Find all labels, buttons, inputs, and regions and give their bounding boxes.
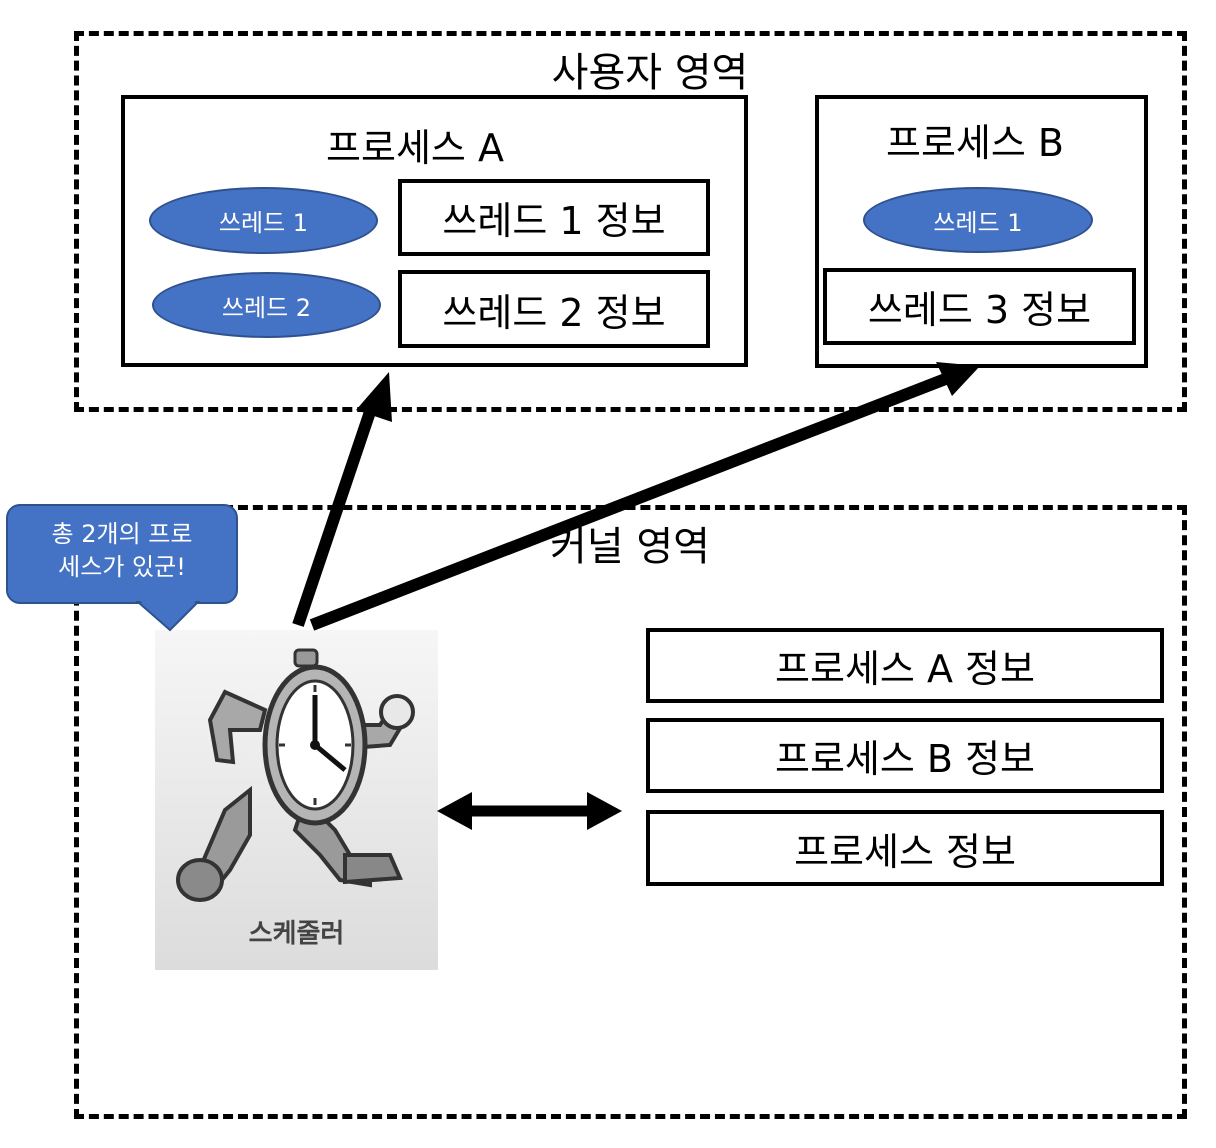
kernel-area-title: 커널 영역 xyxy=(550,524,710,570)
speech-bubble-tail-fill xyxy=(139,600,197,626)
thread-3-info: 쓰레드 3 정보 xyxy=(823,268,1136,345)
speech-line-2: 세스가 있군! xyxy=(58,553,186,581)
arrow-to-process-a xyxy=(292,398,380,627)
arrow-to-process-a-head xyxy=(356,372,392,422)
user-area-region xyxy=(74,31,1187,412)
double-arrow-right-head xyxy=(587,792,622,830)
process-a-title: 프로세스 A xyxy=(326,126,504,170)
process-b-title: 프로세스 B xyxy=(886,121,1064,165)
process-a-thread-1: 쓰레드 1 xyxy=(149,187,378,254)
running-clock-icon xyxy=(176,648,415,902)
scheduler-image: 스케줄러 xyxy=(155,630,438,970)
process-a-thread-2: 쓰레드 2 xyxy=(152,272,381,338)
process-a-info: 프로세스 A 정보 xyxy=(646,628,1164,703)
arrow-to-process-b xyxy=(309,372,951,631)
thread-2-info: 쓰레드 2 정보 xyxy=(398,270,710,348)
double-arrow-left-head xyxy=(437,792,472,830)
arrow-to-process-b-head xyxy=(936,362,980,396)
user-area-title: 사용자 영역 xyxy=(551,50,749,96)
thread-1-info: 쓰레드 1 정보 xyxy=(398,179,710,256)
process-b-info: 프로세스 B 정보 xyxy=(646,718,1164,793)
process-info: 프로세스 정보 xyxy=(646,810,1164,886)
scheduler-label: 스케줄러 xyxy=(248,919,345,949)
process-b-thread-1: 쓰레드 1 xyxy=(863,187,1093,253)
scheduler-speech-bubble: 총 2개의 프로 세스가 있군! xyxy=(6,504,238,604)
speech-line-1: 총 2개의 프로 xyxy=(51,520,193,548)
